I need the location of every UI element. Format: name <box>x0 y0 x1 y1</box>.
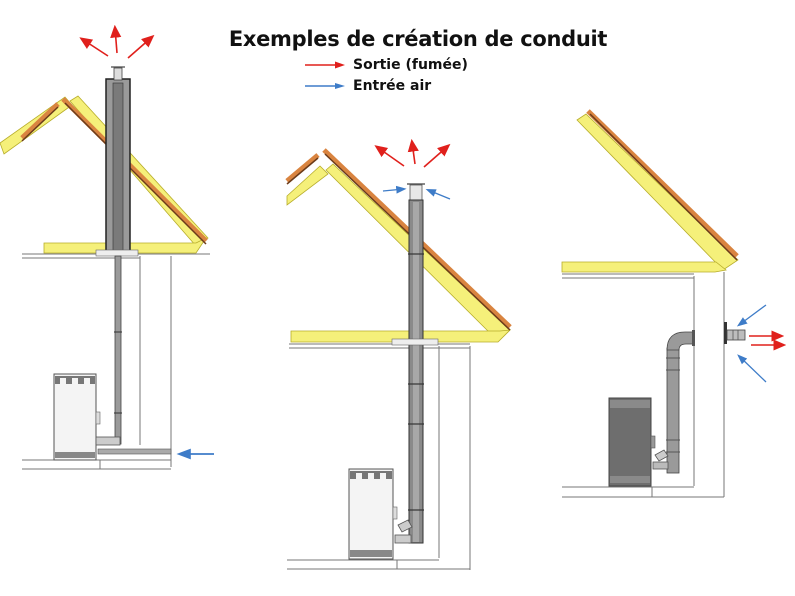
example-3-through-wall <box>561 109 787 498</box>
example-2-concentric-roof <box>285 138 512 570</box>
example-1-roof-chimney <box>0 24 214 470</box>
air-arrow <box>737 354 767 383</box>
pellet-stove <box>348 468 413 560</box>
ceiling-insulation <box>561 261 727 273</box>
smoke-arrow <box>79 37 109 57</box>
smoke-arrow <box>127 34 155 59</box>
roof-tiles <box>285 153 320 183</box>
legend-item-air: Entrée air <box>305 75 468 96</box>
roof-tiles <box>586 109 739 258</box>
flue-pipe <box>114 255 122 445</box>
red-arrow-icon <box>305 61 345 68</box>
roof-insulation <box>576 113 739 271</box>
legend-label-air: Entrée air <box>353 77 432 94</box>
air-arrow <box>736 304 767 327</box>
roof-tiles <box>20 102 60 140</box>
legend: Sortie (fumée) Entrée air <box>305 54 468 96</box>
roof-insulation <box>286 165 329 206</box>
flue-elbow <box>666 331 694 351</box>
smoke-arrow <box>423 143 451 168</box>
diagram-title: Exemples de création de conduit <box>228 27 608 51</box>
legend-item-smoke: Sortie (fumée) <box>305 54 468 75</box>
smoke-arrow <box>110 24 122 54</box>
pellet-stove <box>53 373 172 461</box>
pellet-stove <box>608 397 669 487</box>
smoke-arrow <box>407 138 419 165</box>
air-arrow <box>382 185 407 194</box>
ceiling-insulation <box>290 329 512 343</box>
roof-tiles <box>61 97 208 243</box>
flue-pipe <box>666 347 680 474</box>
smoke-arrow <box>374 145 405 167</box>
blue-arrow-icon <box>305 82 345 89</box>
legend-label-smoke: Sortie (fumée) <box>353 56 468 73</box>
air-arrow <box>425 189 451 200</box>
